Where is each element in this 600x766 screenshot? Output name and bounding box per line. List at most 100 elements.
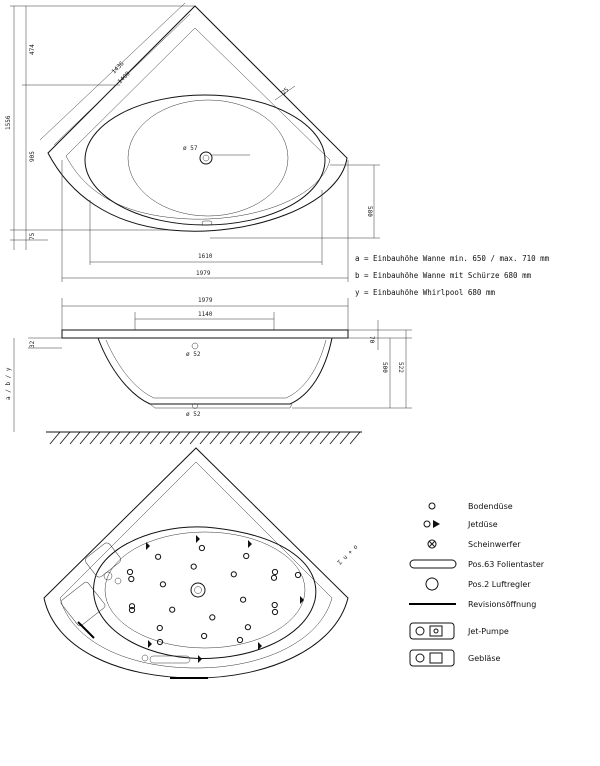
side-dim-32: 32: [29, 340, 36, 348]
note-a: a = Einbauhöhe Wanne min. 650 / max. 710…: [355, 254, 550, 263]
hatch-line: [209, 431, 221, 445]
hatch-line: [239, 431, 251, 445]
air-regulator-icon: [425, 577, 439, 591]
dim-474: 474: [29, 44, 36, 55]
wall-jet-nozzle: [258, 642, 262, 650]
hatch-line: [309, 431, 321, 445]
side-view: 1979 1140 ø 52 ø 52 32 a / b / y 70 500: [5, 297, 412, 445]
bottom-jet: [230, 571, 237, 578]
spotlight-icon: [427, 539, 437, 549]
hatch-line: [329, 431, 341, 445]
hatch-line: [339, 431, 351, 445]
hatch-line: [59, 431, 71, 445]
dim-75: 75: [29, 232, 36, 240]
legend-jet-nozzle: Jetdüse: [467, 520, 498, 529]
whirl-foil-button: [149, 655, 191, 664]
hatch-line: [129, 431, 141, 445]
dim-1610: 1610: [198, 253, 213, 260]
wall-jet-nozzle: [248, 540, 252, 548]
side-dim-1140: 1140: [198, 311, 213, 318]
whirl-basin: [93, 526, 317, 659]
side-rim: [61, 329, 349, 339]
bottom-jet: [240, 596, 247, 603]
side-tub-body: [97, 337, 333, 405]
blower-icon: [409, 649, 455, 667]
whirl-drain: [190, 582, 206, 598]
hatch-line: [149, 431, 161, 445]
top-tub-outline: [47, 5, 348, 232]
side-height-label: a / b / y: [5, 367, 12, 400]
jet-pump-icon: [409, 622, 455, 640]
side-drain-bottom: [192, 403, 198, 409]
whirl-tub-outline: [43, 447, 349, 679]
bottom-jet: [156, 624, 163, 632]
wall-jet-nozzle: [198, 655, 202, 663]
hatch-line: [189, 431, 201, 445]
bottom-jet: [156, 638, 164, 646]
hatch-line: [259, 431, 271, 445]
dim-580: 580: [366, 206, 373, 217]
bottom-jet: [236, 636, 244, 644]
bottom-jet: [155, 553, 162, 560]
hatch-line: [139, 431, 151, 445]
hatch-line: [179, 431, 191, 445]
side-dim-500: 500: [381, 362, 388, 373]
bottom-jet: [128, 603, 136, 610]
legend-bottom-jet: Bodendüse: [468, 502, 513, 511]
hatch-line: [319, 431, 331, 445]
whirlpool-view: Σ u + o: [43, 447, 360, 679]
bottom-jet: [209, 614, 216, 621]
hatch-line: [299, 431, 311, 445]
whirl-basin-floor: [104, 531, 306, 649]
hatch-line: [159, 431, 171, 445]
dim-905: 905: [29, 151, 36, 162]
wall-jet-nozzle: [300, 596, 304, 604]
bottom-jet: [128, 575, 135, 583]
bottom-jet: [294, 571, 302, 579]
wall-jet-nozzle: [196, 535, 200, 543]
legend-air-regulator: Pos.2 Luftregler: [468, 580, 531, 589]
hatch-line: [199, 431, 211, 445]
bottom-jet: [243, 552, 250, 560]
hatch-line: [109, 431, 121, 445]
hatch-line: [169, 431, 181, 445]
side-drain-top-label: ø 52: [186, 351, 201, 358]
hatch-line: [279, 431, 291, 445]
hatch-line: [269, 431, 281, 445]
hatch-line: [99, 431, 111, 445]
bottom-jet: [201, 632, 208, 640]
legend-blower: Gebläse: [468, 654, 500, 663]
hatch-line: [119, 431, 131, 445]
side-dim-1979: 1979: [198, 297, 213, 304]
dim-1979: 1979: [196, 270, 211, 277]
note-b: b = Einbauhöhe Wanne mit Schürze 680 mm: [355, 271, 532, 280]
top-view: ø 57 1436 1400 25 474 1556 905 75 580 16…: [5, 2, 380, 282]
side-dim-70: 70: [368, 336, 375, 344]
side-dim-522: 522: [397, 362, 404, 373]
top-drain-label: ø 57: [183, 145, 198, 152]
bottom-jet: [159, 581, 166, 588]
legend-inspection-opening: Revisionsöffnung: [468, 600, 536, 609]
hatch-line: [249, 431, 261, 445]
floor-hatching: [49, 431, 361, 445]
whirl-side-label: Σ u + o: [336, 543, 359, 566]
bottom-jet: [169, 606, 176, 613]
bottom-jet: [271, 608, 279, 616]
bottom-jet: [128, 606, 136, 614]
side-drain-bottom-label: ø 52: [186, 411, 201, 418]
side-drain-top: [191, 342, 199, 350]
top-overflow: [201, 220, 213, 226]
bottom-jet-icon: [428, 502, 436, 510]
dim-1556: 1556: [5, 115, 12, 130]
top-basin-floor: [127, 99, 289, 217]
hatch-line: [49, 431, 61, 445]
bottom-jet: [270, 574, 278, 581]
bottom-jet: [198, 544, 205, 552]
bottom-jet: [271, 601, 278, 609]
install-notes: a = Einbauhöhe Wanne min. 650 / max. 710…: [355, 254, 550, 297]
foil-button-icon: [409, 559, 457, 569]
whirl-jets: [126, 544, 302, 646]
legend: Bodendüse Jetdüse Scheinwerfer Pos.63 Fo…: [409, 502, 545, 667]
hatch-line: [229, 431, 241, 445]
